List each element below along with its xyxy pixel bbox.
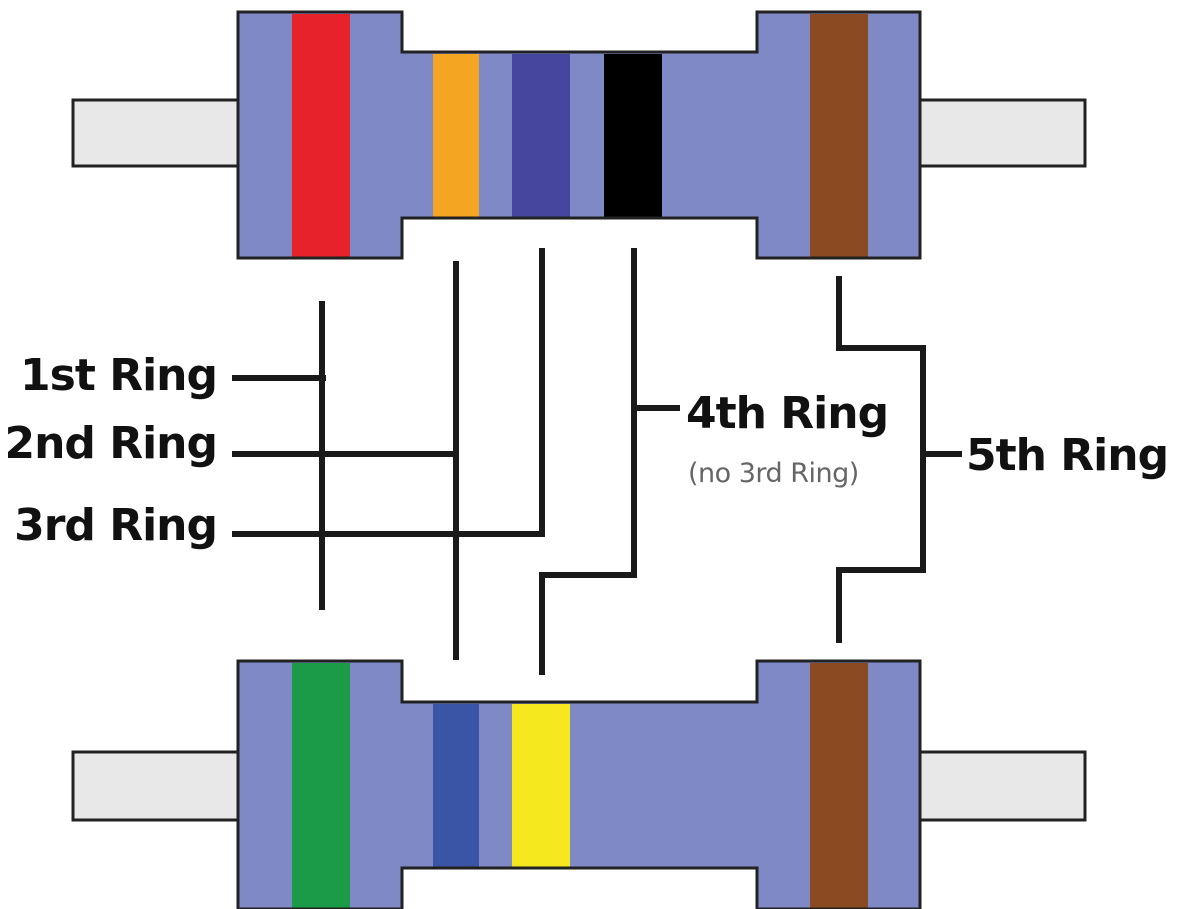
ring-labels: 1st Ring 2nd Ring 3rd Ring 4th Ring (no … bbox=[4, 350, 1169, 551]
bottom-right-lead bbox=[913, 750, 1087, 822]
top-band-2-orange bbox=[433, 54, 479, 217]
top-resistor bbox=[71, 10, 1087, 260]
bottom-band-4-brown bbox=[810, 663, 868, 909]
bottom-resistor bbox=[71, 659, 1087, 909]
ring2-label: 2nd Ring bbox=[4, 418, 217, 469]
bottom-band-2-blue bbox=[433, 704, 479, 867]
top-band-3-indigo bbox=[512, 54, 570, 217]
top-right-lead bbox=[913, 98, 1087, 168]
ring4-label: 4th Ring bbox=[686, 388, 888, 439]
ring4-connector-line bbox=[539, 248, 637, 578]
top-resistor-outline bbox=[236, 10, 922, 260]
top-left-lead bbox=[71, 98, 245, 168]
top-band-5-brown bbox=[810, 14, 868, 257]
top-band-1-red bbox=[292, 14, 350, 257]
ring5-bracket-line bbox=[836, 276, 926, 643]
ring3-label: 3rd Ring bbox=[14, 500, 217, 551]
ring4-note: (no 3rd Ring) bbox=[688, 458, 859, 489]
connector-lines bbox=[232, 248, 962, 675]
ring5-label: 5th Ring bbox=[966, 430, 1168, 481]
bottom-left-lead bbox=[71, 750, 245, 822]
bottom-band-1-green bbox=[292, 663, 350, 909]
top-band-4-black bbox=[604, 54, 662, 217]
bottom-resistor-outline bbox=[236, 659, 922, 909]
ring1-label: 1st Ring bbox=[20, 350, 217, 401]
bottom-band-3-yellow bbox=[512, 704, 570, 867]
